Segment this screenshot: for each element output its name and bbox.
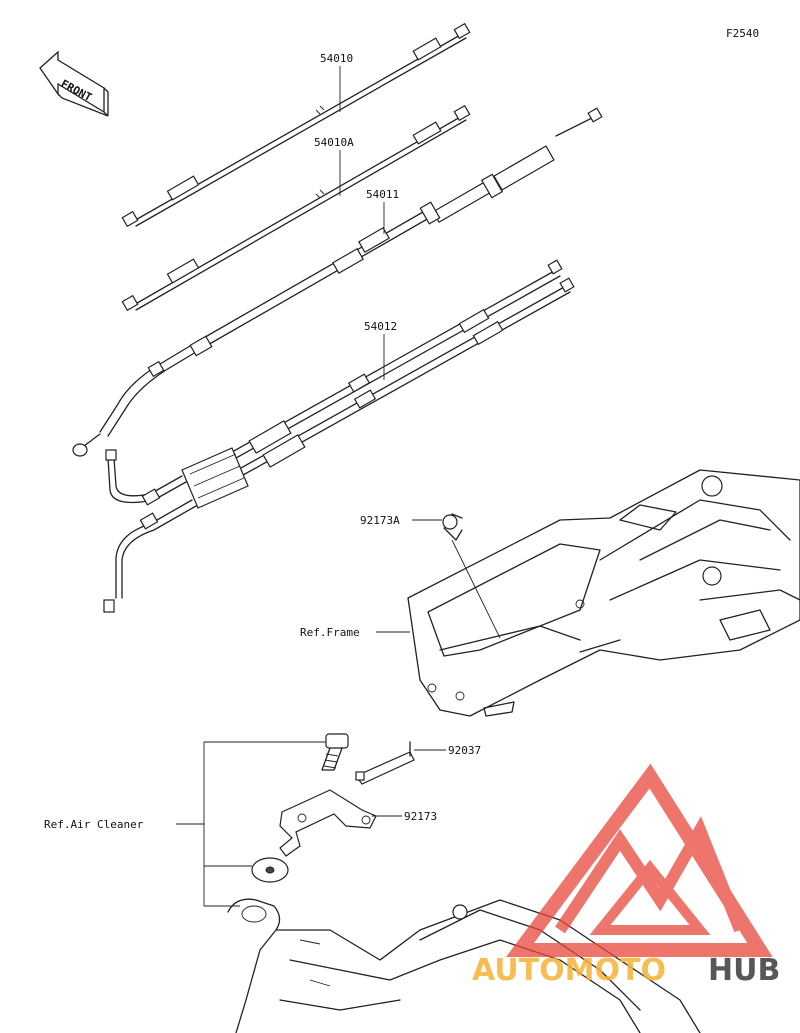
clamp-92173a bbox=[442, 513, 463, 541]
ref-label-frame: Ref.Frame bbox=[300, 626, 360, 639]
watermark-text-primary: AUTOMOTO bbox=[472, 953, 666, 988]
part-label-54012: 54012 bbox=[364, 320, 397, 333]
part-label-92037: 92037 bbox=[448, 744, 481, 757]
frame-reference-drawing bbox=[407, 469, 800, 717]
cable-54010a bbox=[121, 104, 471, 312]
washer bbox=[251, 857, 289, 883]
part-label-54011: 54011 bbox=[366, 188, 399, 201]
front-arrow-icon: FRONT bbox=[39, 50, 109, 117]
cable-54012 bbox=[103, 259, 575, 613]
ref-label-air-cleaner: Ref.Air Cleaner bbox=[44, 818, 144, 831]
bolt bbox=[321, 733, 349, 771]
part-label-92173: 92173 bbox=[404, 810, 437, 823]
cable-54011 bbox=[72, 107, 603, 457]
diagram-code: F2540 bbox=[726, 27, 759, 40]
part-label-54010: 54010 bbox=[320, 52, 353, 65]
watermark-logo-icon bbox=[506, 763, 773, 957]
watermark-text-secondary: HUB bbox=[708, 953, 780, 988]
air-cleaner-reference-drawing bbox=[227, 898, 701, 1033]
cable-54010 bbox=[121, 22, 471, 228]
bracket-92037 bbox=[355, 741, 415, 785]
bracket-92173 bbox=[279, 789, 377, 857]
part-label-54010a: 54010A bbox=[314, 136, 354, 149]
part-label-92173a: 92173A bbox=[360, 514, 400, 527]
